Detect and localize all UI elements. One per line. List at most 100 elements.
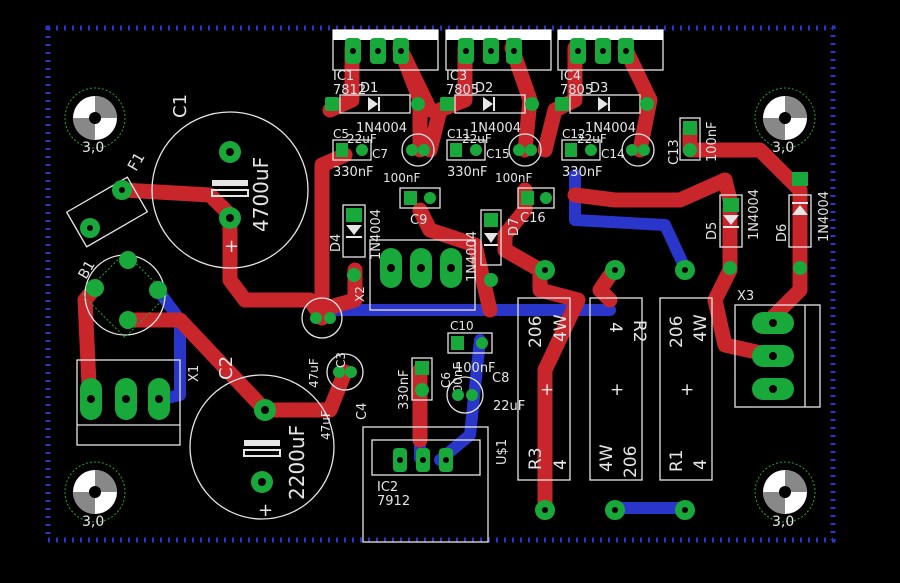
- ic4-value: 7805: [560, 83, 593, 98]
- r3-plus: +: [540, 380, 554, 400]
- diode-d2[interactable]: [440, 94, 539, 114]
- mounting-hole-tr: [754, 87, 816, 149]
- d3-value: 1N4004: [585, 121, 636, 136]
- r2-plus: +: [610, 380, 624, 400]
- ic1-regulator[interactable]: [332, 29, 439, 71]
- diode-d5[interactable]: [719, 194, 743, 275]
- diode-d7[interactable]: [480, 209, 502, 287]
- diode-d4[interactable]: [342, 204, 366, 282]
- cap-c15[interactable]: [508, 133, 542, 167]
- c4-label: C4: [355, 403, 370, 420]
- ic2-name: IC2: [377, 480, 398, 495]
- bridge-b1[interactable]: [81, 251, 169, 339]
- r3-label: R3: [526, 447, 546, 470]
- d5-label: D5: [705, 222, 720, 240]
- ic3-name: IC3: [446, 69, 467, 84]
- c2-value: 2200uF: [285, 425, 309, 500]
- r2-value: 206: [621, 446, 641, 478]
- cap-c3[interactable]: [301, 297, 364, 391]
- mounting-hole-tl: [64, 87, 126, 149]
- terminal-x1[interactable]: [76, 359, 181, 446]
- mounting-hole-br: [754, 461, 816, 523]
- x2-label: X2: [353, 286, 367, 302]
- fuse-f1[interactable]: [65, 176, 149, 248]
- r3-value: 206: [526, 316, 546, 348]
- ic2-value: 7912: [377, 494, 410, 509]
- c2-plus: +: [258, 500, 273, 521]
- r1-label: R1: [667, 449, 687, 472]
- d1-label: D1: [360, 81, 378, 96]
- mounting-hole-bl: [64, 461, 126, 523]
- c10-value: 100nF: [455, 361, 496, 376]
- cap-c13[interactable]: [679, 117, 701, 161]
- c9-label: C9: [410, 213, 427, 228]
- c11-label: C11: [447, 127, 471, 141]
- cap-c10[interactable]: [447, 332, 493, 354]
- c-b-value: 100nF: [495, 171, 533, 185]
- c7-value: 330nF: [333, 165, 374, 180]
- diode-d6[interactable]: [788, 172, 812, 275]
- cap-c16[interactable]: [517, 187, 555, 209]
- ic2-regulator[interactable]: [362, 426, 489, 543]
- c15-label: C15: [486, 147, 510, 161]
- r1-power: 4W: [691, 314, 711, 342]
- x3-label: X3: [737, 289, 754, 304]
- r1-value: 206: [667, 316, 687, 348]
- ic4-name: IC4: [560, 69, 581, 84]
- c16-label: C16: [520, 211, 546, 226]
- us1-label: U$1: [495, 439, 510, 465]
- c12-value: 22uF: [577, 132, 607, 146]
- terminal-x3[interactable]: [734, 304, 821, 408]
- resistor-r2[interactable]: [589, 260, 643, 520]
- r3-pin: 4: [551, 459, 571, 470]
- c8-label: C8: [492, 371, 509, 386]
- d4-label: D4: [329, 234, 344, 252]
- c4-value: 330nF: [397, 369, 412, 410]
- cap-c2[interactable]: [189, 374, 335, 520]
- cap-c8[interactable]: [446, 376, 484, 414]
- cap-c1[interactable]: [151, 111, 309, 269]
- c1-value: 4700uF: [249, 157, 273, 232]
- c3-value-2: 47uF: [319, 410, 333, 440]
- resistor-r1[interactable]: [659, 260, 713, 520]
- c13-value: 100nF: [705, 121, 720, 162]
- ic3-regulator[interactable]: [445, 29, 552, 71]
- f1-label: F1: [124, 149, 149, 174]
- c3-label: C3: [334, 352, 348, 368]
- c1-plus: +: [224, 236, 239, 257]
- c8-value: 22uF: [493, 399, 525, 414]
- diode-d1[interactable]: [325, 94, 425, 114]
- d3-label: D3: [590, 81, 608, 96]
- cap-c5[interactable]: [332, 139, 372, 161]
- d1-value: 1N4004: [356, 121, 407, 136]
- c6-label: C6: [439, 372, 453, 388]
- c7-label: C7: [372, 147, 388, 161]
- ic4-regulator[interactable]: [557, 29, 664, 71]
- c5-label: C5: [333, 127, 349, 141]
- r1-plus: +: [680, 380, 694, 400]
- cap-c14[interactable]: [621, 133, 655, 167]
- c10-label: C10: [450, 319, 474, 333]
- resistor-r3[interactable]: [517, 260, 571, 520]
- cap-c7[interactable]: [401, 133, 435, 167]
- cap-c4[interactable]: [411, 357, 433, 401]
- r2-pin: 4: [605, 322, 625, 333]
- hole-label-br: 3,0: [772, 514, 794, 530]
- hole-label-tl: 3,0: [82, 140, 104, 156]
- d7-value: 1N4004: [465, 231, 480, 282]
- d7-label: D7: [507, 218, 522, 236]
- d2-label: D2: [475, 81, 493, 96]
- d6-label: D6: [775, 224, 790, 242]
- c14-label: C14: [601, 147, 625, 161]
- connector-x2[interactable]: [369, 239, 476, 311]
- c3-value: 47uF: [307, 358, 321, 388]
- d4-value: 1N4004: [369, 209, 384, 260]
- cap-c11[interactable]: [446, 139, 486, 161]
- c5-value: 22uF: [347, 132, 377, 146]
- diode-d3[interactable]: [555, 94, 654, 114]
- cap-c9[interactable]: [399, 187, 441, 209]
- r3-power: 4W: [551, 314, 571, 342]
- cap-c12[interactable]: [561, 139, 601, 161]
- c12-label: C12: [562, 127, 586, 141]
- d2-value: 1N4004: [470, 121, 521, 136]
